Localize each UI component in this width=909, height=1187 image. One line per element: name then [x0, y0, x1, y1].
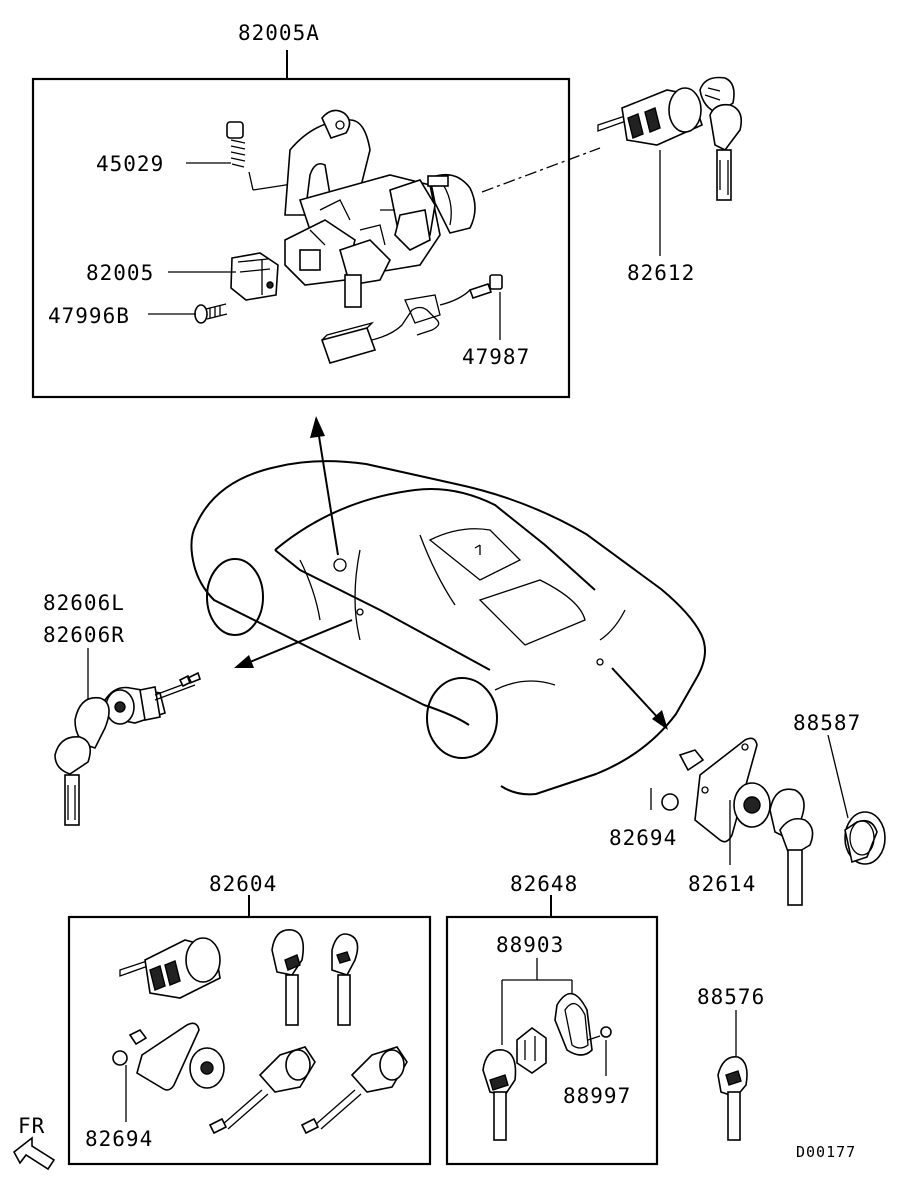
ignition-assembly-box	[31, 77, 571, 399]
ignition-cylinder-82612	[597, 76, 743, 201]
label-82648[interactable]: 82648	[510, 872, 578, 896]
car-body-outline	[190, 460, 706, 796]
tailgate-lock-82614	[661, 737, 814, 906]
arrow-to-door-lock	[234, 619, 353, 668]
diagram-code: D00177	[796, 1143, 856, 1161]
label-47987[interactable]: 47987	[462, 345, 530, 369]
arrow-to-ignition	[310, 416, 339, 556]
front-arrow-icon	[12, 1136, 56, 1171]
label-82005A[interactable]: 82005A	[238, 21, 320, 45]
ignition-assembly-group: 82005A 45029	[31, 21, 571, 399]
front-direction-indicator: FR	[12, 1114, 56, 1171]
label-45029[interactable]: 45029	[96, 152, 164, 176]
label-82614[interactable]: 82614	[688, 872, 756, 896]
label-47996B[interactable]: 47996B	[48, 304, 130, 328]
wire-harness-47987	[320, 274, 503, 364]
ignition-switch-82005	[230, 252, 279, 301]
fr-label: FR	[18, 1114, 45, 1138]
key-88576	[717, 1056, 748, 1141]
label-82604[interactable]: 82604	[209, 872, 277, 896]
label-82606L[interactable]: 82606L	[43, 591, 125, 615]
label-88903[interactable]: 88903	[496, 933, 564, 957]
label-82005[interactable]: 82005	[86, 261, 154, 285]
label-88587[interactable]: 88587	[793, 711, 861, 735]
lock-set-group-82604: 82604 82694	[67, 872, 432, 1166]
label-82612[interactable]: 82612	[627, 261, 695, 285]
label-82606R[interactable]: 82606R	[43, 623, 125, 647]
label-88997[interactable]: 88997	[563, 1084, 631, 1108]
door-lock-cylinder-82606	[54, 671, 201, 826]
key-set-group-82648: 82648 88903 88997	[445, 872, 659, 1166]
steering-lock-housing	[284, 109, 476, 308]
label-88576[interactable]: 88576	[697, 985, 765, 1009]
arrow-to-tailgate-lock	[611, 667, 668, 730]
label-82694-right[interactable]: 82694	[609, 826, 677, 850]
cap-88587	[844, 811, 886, 865]
screw-47996B	[194, 303, 228, 324]
label-82694-bottom[interactable]: 82694	[85, 1127, 153, 1151]
spring-part-45029	[226, 121, 293, 191]
